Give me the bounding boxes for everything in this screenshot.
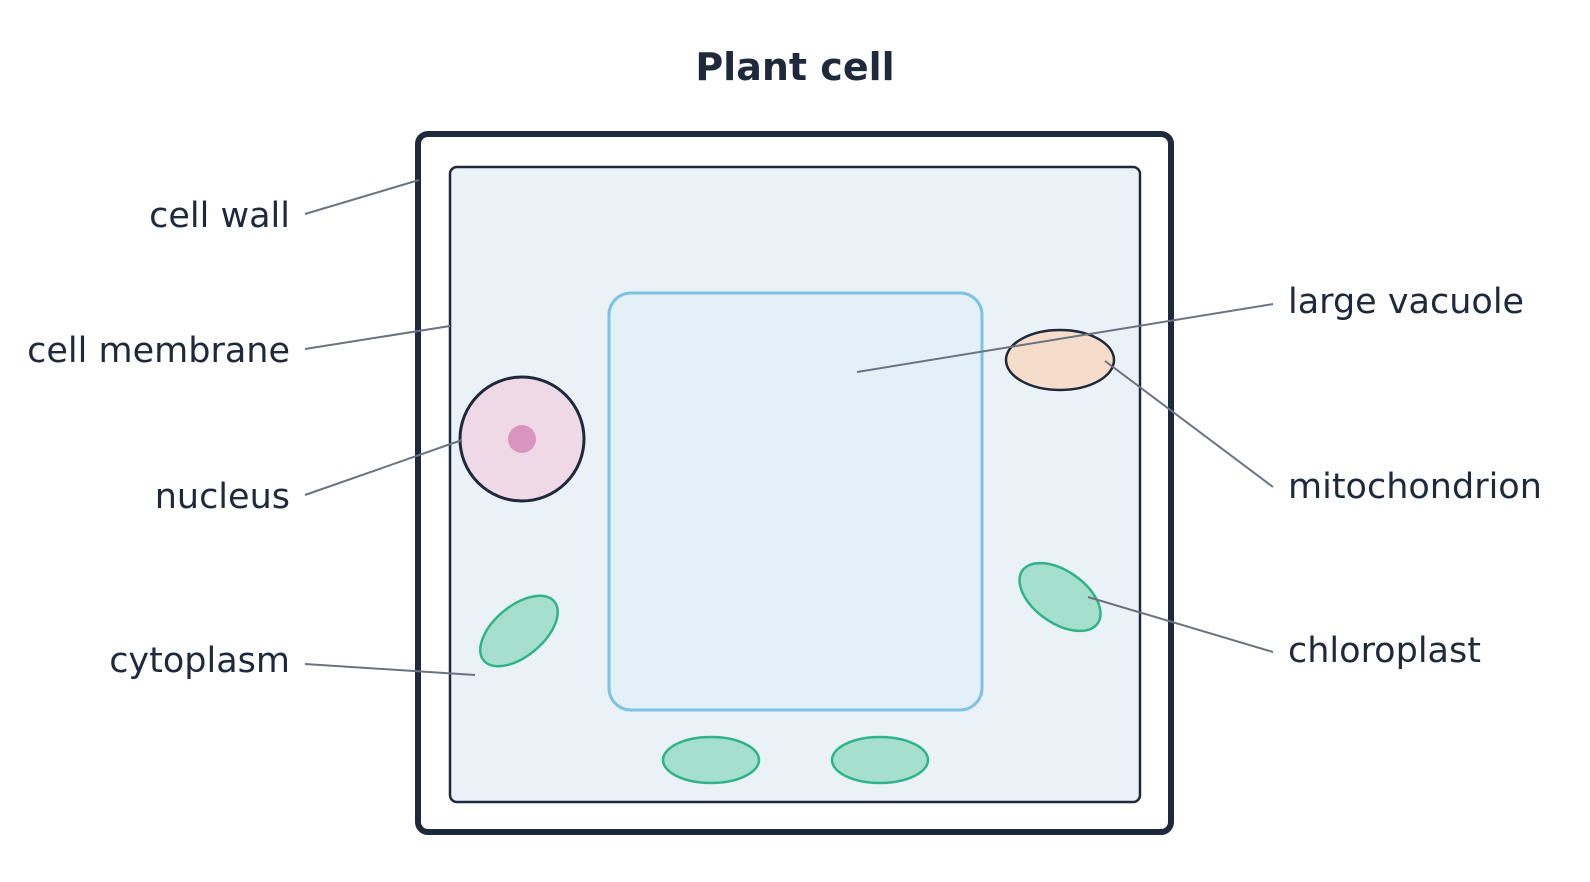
leader-large-vacuole	[856, 303, 1274, 373]
label-nucleus: nucleus	[155, 477, 290, 517]
leader-cytoplasm	[304, 663, 476, 676]
leader-cell-wall	[304, 179, 420, 215]
chloroplast-right	[1018, 561, 1102, 633]
chloroplast-bottom-right	[830, 735, 930, 785]
diagram-title: Plant cell	[695, 45, 894, 89]
large-vacuole	[607, 291, 984, 712]
label-cell-wall: cell wall	[149, 196, 290, 236]
label-chloroplast: chloroplast	[1288, 631, 1481, 671]
label-large-vacuole: large vacuole	[1288, 282, 1524, 322]
chloroplast-left	[479, 594, 559, 668]
label-cell-membrane: cell membrane	[27, 331, 290, 371]
label-mitochondrion: mitochondrion	[1288, 467, 1542, 507]
nucleolus	[508, 425, 536, 453]
leader-nucleus	[304, 439, 463, 496]
mitochondrion	[1004, 328, 1116, 392]
chloroplast-bottom-left	[661, 735, 761, 785]
leader-chloroplast	[1087, 596, 1274, 653]
leader-cell-membrane	[304, 325, 451, 350]
label-cytoplasm: cytoplasm	[109, 641, 290, 681]
leader-mitochondrion	[1104, 360, 1274, 488]
